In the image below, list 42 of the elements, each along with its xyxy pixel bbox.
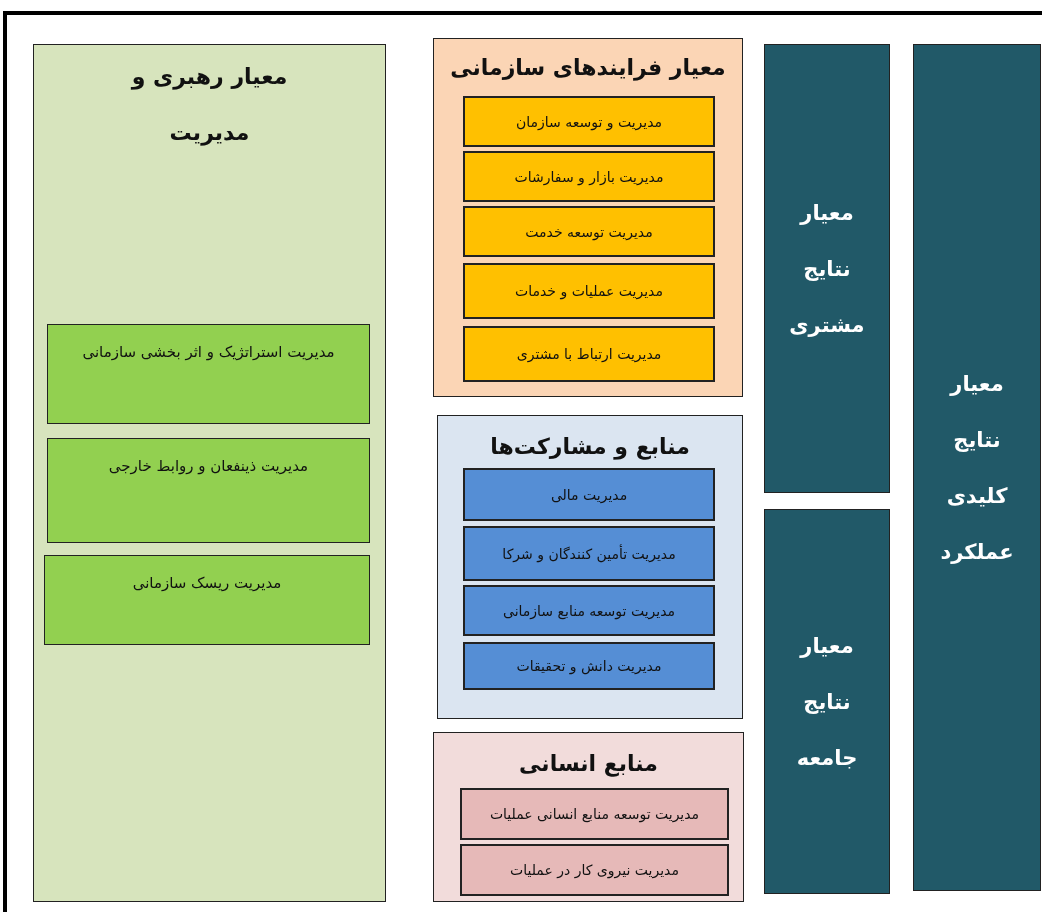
item-label: مدیریت تأمین کنندگان و شرکا (502, 545, 676, 562)
group-panel (433, 732, 744, 902)
item-box (47, 324, 370, 424)
criterion-label: معیار نتایج مشتری (788, 199, 866, 339)
item-box (463, 526, 715, 581)
group-title: معیار فرایندهای سازمانی (449, 55, 727, 80)
criterion-box (913, 44, 1041, 891)
item-box (460, 844, 729, 896)
item-label: مدیریت توسعه منابع سازمانی (503, 602, 675, 619)
item-box (463, 151, 715, 202)
group-title: منابع انسانی (518, 751, 659, 776)
item-label: مدیریت نیروی کار در عملیات (510, 862, 679, 878)
item-label: مدیریت دانش و تحقیقات (516, 658, 662, 674)
item-box (460, 788, 729, 840)
group-panel (433, 38, 743, 397)
criterion-label: معیار نتایج کلیدی عملکرد (939, 370, 1015, 566)
item-label: مدیریت و توسعه سازمان (515, 113, 663, 130)
item-label: مدیریت ریسک سازمانی (132, 574, 282, 592)
item-box (463, 96, 715, 147)
item-label: مدیریت استراتژیک و اثر بخشی سازمانی (82, 343, 335, 361)
criterion-box (764, 509, 890, 894)
group-title: معیار رهبری و مدیریت (129, 63, 289, 148)
item-label: مدیریت مالی (550, 486, 628, 503)
group-panel (33, 44, 386, 902)
item-label: مدیریت توسعه خدمت (525, 223, 653, 240)
group-title: منابع و مشارکت‌ها (489, 434, 691, 459)
item-box (44, 555, 370, 645)
item-box (463, 326, 715, 382)
criterion-box (764, 44, 890, 493)
item-label: مدیریت ارتباط با مشتری (516, 346, 662, 362)
item-box (47, 438, 370, 543)
item-box (463, 206, 715, 257)
item-label: مدیریت عملیات و خدمات (515, 283, 663, 299)
item-box (463, 468, 715, 521)
item-box (463, 642, 715, 690)
item-box (463, 263, 715, 319)
criterion-label: معیار نتایج جامعه (795, 632, 859, 772)
group-panel (437, 415, 743, 719)
item-label: مدیریت ذینفعان و روابط خارجی (108, 457, 309, 475)
item-label: مدیریت بازار و سفارشات (514, 168, 664, 185)
item-box (463, 585, 715, 636)
item-label: مدیریت توسعه منابع انسانی عملیات (489, 806, 700, 822)
